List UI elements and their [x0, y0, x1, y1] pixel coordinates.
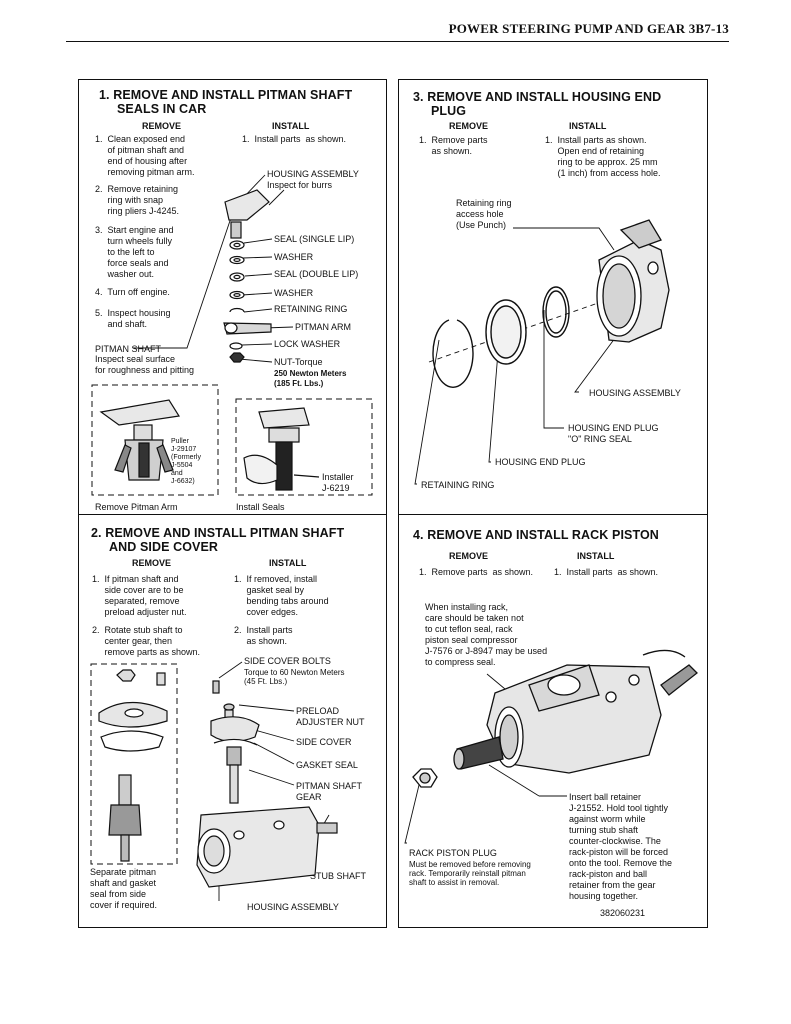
- s1-caption-install-seals: Install Seals: [236, 502, 285, 512]
- s4-remove-step-1: 1. Remove parts as shown.: [419, 567, 534, 577]
- panel-section-3: 3. REMOVE AND INSTALL HOUSING END PLUG R…: [398, 79, 708, 515]
- s1-label-torque-nm: 250 Newton Meters: [274, 369, 347, 378]
- s1-install-step-1: 1. Install parts as shown.: [242, 134, 347, 144]
- s2-remove-step-2: 2. Rotate stub shaft to center gear, the…: [92, 625, 201, 657]
- section-4-remove-head: REMOVE: [449, 551, 489, 561]
- s2-side-cover-illustration: [90, 661, 338, 901]
- s1-label-seal-single: SEAL (SINGLE LIP): [274, 234, 355, 244]
- section-2-title: 2. REMOVE AND INSTALL PITMAN SHAFT AND S…: [91, 526, 344, 554]
- section-2-install-head: INSTALL: [269, 558, 307, 568]
- s1-remove-step-2: 2. Remove retaining ring with snap ring …: [95, 184, 180, 216]
- section-3-title-line2: PLUG: [431, 104, 467, 118]
- header-rule: [66, 41, 729, 42]
- s3-label-end-plug-oring: HOUSING END PLUG "O" RING SEAL: [568, 423, 659, 444]
- s1-remove-step-5: 5. Inspect housing and shaft.: [95, 308, 171, 329]
- section-1-title-line1: 1. REMOVE AND INSTALL PITMAN SHAFT: [99, 88, 353, 102]
- s3-label-access-hole: Retaining ring access hole (Use Punch): [456, 198, 512, 230]
- s1-label-nut-torque: NUT-Torque: [274, 357, 323, 367]
- s2-label-preload-nut: PRELOAD ADJUSTER NUT: [296, 706, 365, 727]
- s4-label-rack-piston-plug: RACK PISTON PLUG: [409, 848, 497, 858]
- s1-label-lock-washer: LOCK WASHER: [274, 339, 341, 349]
- section-3-title-line1: 3. REMOVE AND INSTALL HOUSING END: [413, 90, 662, 104]
- s2-install-step-2: 2. Install parts as shown.: [234, 625, 293, 646]
- s1-remove-step-3: 3. Start engine and turn wheels fully to…: [95, 225, 174, 279]
- panel-section-4: 4. REMOVE AND INSTALL RACK PISTON REMOVE…: [398, 514, 708, 928]
- section-1-remove-head: REMOVE: [142, 121, 182, 131]
- s1-label-installer: Installer J-6219: [322, 472, 354, 493]
- s3-remove-step-1: 1. Remove parts as shown.: [419, 135, 488, 156]
- section-2-remove-head: REMOVE: [132, 558, 172, 568]
- s4-label-caution: When installing rack, care should be tak…: [425, 602, 548, 667]
- section-2-title-line1: 2. REMOVE AND INSTALL PITMAN SHAFT: [91, 526, 345, 540]
- s4-install-step-1: 1. Install parts as shown.: [554, 567, 659, 577]
- s3-label-end-plug: HOUSING END PLUG: [495, 457, 586, 467]
- s1-label-housing-assembly: HOUSING ASSEMBLY: [267, 169, 359, 179]
- panel-section-1: 1. REMOVE AND INSTALL PITMAN SHAFT SEALS…: [78, 79, 387, 515]
- s4-label-plug-note: Must be removed before removing rack. Te…: [409, 860, 531, 887]
- section-1-install-head: INSTALL: [272, 121, 310, 131]
- section-1-title-line2: SEALS IN CAR: [117, 102, 207, 116]
- s4-figure-number: 382060231: [600, 908, 646, 918]
- page-title: POWER STEERING PUMP AND GEAR 3B7-13: [448, 21, 729, 36]
- s2-label-side-cover-bolts: SIDE COVER BOLTS: [244, 656, 331, 666]
- s2-remove-step-1: 1. If pitman shaft and side cover are to…: [92, 574, 187, 617]
- s1-label-inspect-seal: Inspect seal surface for roughness and p…: [95, 354, 195, 375]
- section-4-title: 4. REMOVE AND INSTALL RACK PISTON: [413, 528, 659, 542]
- s2-install-step-1: 1. If removed, install gasket seal by be…: [234, 574, 329, 617]
- panel-section-2: 2. REMOVE AND INSTALL PITMAN SHAFT AND S…: [78, 514, 387, 928]
- section-3-title: 3. REMOVE AND INSTALL HOUSING END PLUG: [413, 90, 661, 118]
- page-header: POWER STEERING PUMP AND GEAR 3B7-13: [0, 0, 791, 44]
- s1-remove-step-1: 1. Clean exposed end of pitman shaft and…: [95, 134, 195, 177]
- s1-caption-remove-pitman-arm: Remove Pitman Arm: [95, 502, 178, 512]
- section-4-install-head: INSTALL: [577, 551, 615, 561]
- section-1-title: 1. REMOVE AND INSTALL PITMAN SHAFT SEALS…: [99, 88, 352, 116]
- s4-label-insert-retainer: Insert ball retainer J-21552. Hold tool …: [569, 792, 673, 901]
- s4-rack-piston-illustration: [404, 649, 698, 844]
- s2-label-pitman-shaft-gear: PITMAN SHAFT GEAR: [296, 781, 363, 802]
- s3-end-plug-illustration: [414, 219, 670, 485]
- s3-label-retaining-ring: RETAINING RING: [421, 480, 495, 490]
- s2-label-stub-shaft: STUB SHAFT: [310, 871, 367, 881]
- s1-label-pitman-arm: PITMAN ARM: [295, 322, 352, 332]
- section-2-title-line2: AND SIDE COVER: [109, 540, 219, 554]
- s1-label-washer-2: WASHER: [274, 288, 314, 298]
- s1-label-seal-double: SEAL (DOUBLE LIP): [274, 269, 359, 279]
- s3-install-step-1: 1. Install parts as shown. Open end of r…: [545, 135, 661, 178]
- s1-label-puller: Puller J-29107 (Formerly J-5504 and J-66…: [171, 438, 201, 485]
- s1-label-retaining-ring: RETAINING RING: [274, 304, 348, 314]
- s1-remove-step-4: 4. Turn off engine.: [95, 287, 170, 297]
- s1-label-torque-ft: (185 Ft. Lbs.): [274, 379, 324, 388]
- s1-label-inspect-burrs: Inspect for burrs: [267, 180, 333, 190]
- s1-label-pitman-shaft: PITMAN SHAFT: [95, 344, 162, 354]
- s1-label-washer-1: WASHER: [274, 252, 314, 262]
- s2-label-housing-assembly: HOUSING ASSEMBLY: [247, 902, 339, 912]
- s3-label-housing-assembly: HOUSING ASSEMBLY: [589, 388, 681, 398]
- section-3-install-head: INSTALL: [569, 121, 607, 131]
- section-3-remove-head: REMOVE: [449, 121, 489, 131]
- s2-caption-separate: Separate pitman shaft and gasket seal fr…: [90, 867, 158, 910]
- s2-label-gasket-seal: GASKET SEAL: [296, 760, 358, 770]
- s1-seal-stack-illustration: [91, 174, 373, 496]
- s2-label-torque-line1: Torque to 60 Newton Meters: [244, 668, 345, 677]
- s2-label-side-cover: SIDE COVER: [296, 737, 352, 747]
- s2-label-torque-line2: (45 Ft. Lbs.): [244, 677, 288, 686]
